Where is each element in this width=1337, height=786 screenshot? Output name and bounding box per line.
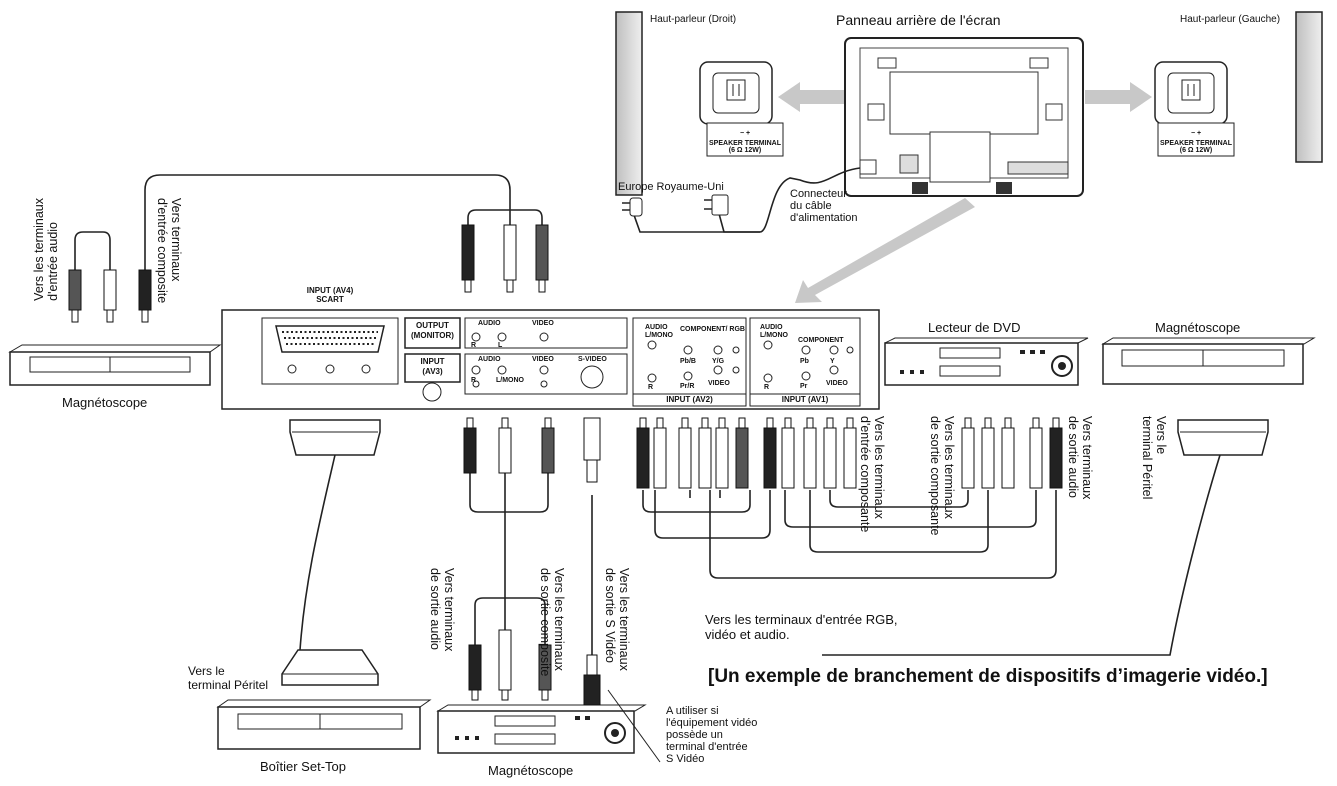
audio-output-bottom-annotation: Vers terminaux de sortie audio: [428, 568, 456, 652]
av3-r-label: R: [471, 377, 477, 384]
component-input-annotation: Vers les terminaux d'entrée composante: [858, 416, 886, 533]
rear-panel-title: Panneau arrière de l'écran: [836, 12, 1001, 28]
scart-plugs: [281, 419, 1269, 686]
svideo-note-line3: possède un: [666, 729, 723, 741]
av3-video-label: VIDEO: [532, 356, 554, 363]
speaker-right-terminal-polarity: − +: [739, 130, 751, 137]
output-video-label: VIDEO: [532, 320, 554, 327]
diagram-caption: [Un exemple de branchement de dispositif…: [708, 666, 1268, 687]
svideo-note-line2: l'équipement vidéo: [666, 717, 758, 729]
av1-audio-label: AUDIO: [760, 324, 783, 331]
av2-prr-label: Pr/R: [680, 383, 695, 390]
scart-label-line1: INPUT (AV4): [306, 286, 354, 295]
speaker-right-terminal-spec: (6 Ω 12W): [728, 147, 762, 154]
peritel-left-line1: Vers le: [188, 664, 225, 678]
speaker-left-label: Haut-parleur (Gauche): [1180, 14, 1281, 25]
dvd-player-drawing: [884, 337, 1089, 386]
component-output-annotation: Vers les terminaux de sortie composante: [928, 416, 956, 536]
connector-panel-drawing: [221, 309, 880, 410]
av1-pb-label: Pb: [800, 358, 809, 365]
input-av3-line2: (AV3): [422, 367, 443, 376]
vcr-bottom-label: Magnétoscope: [488, 763, 574, 778]
speaker-left-terminal-polarity: − +: [1190, 130, 1202, 137]
output-monitor-line1: OUTPUT: [416, 321, 449, 330]
plug-regions-label: Europe Royaume-Uni: [618, 181, 724, 193]
av3-lmono-label: L/MONO: [496, 377, 524, 384]
settop-box-drawing: [216, 699, 432, 750]
av2-video-label: VIDEO: [708, 380, 730, 387]
svideo-output-annotation: Vers les terminaux de sortie S Vidéo: [603, 568, 631, 671]
output-audio-label: AUDIO: [478, 320, 501, 327]
output-l-label: L: [498, 342, 503, 349]
av3-audio-label: AUDIO: [478, 356, 501, 363]
speaker-left-terminal-spec: (6 Ω 12W): [1179, 147, 1213, 154]
av1-pr-label: Pr: [800, 383, 808, 390]
input-av3-line1: INPUT: [420, 357, 445, 366]
uk-plug-icon: [704, 194, 729, 216]
av2-r-label: R: [648, 384, 654, 391]
display-rear-panel: [844, 37, 1084, 197]
svideo-note-line4: terminal d'entrée: [666, 741, 748, 753]
settop-box-label: Boîtier Set-Top: [260, 759, 346, 774]
peritel-left-line2: terminal Péritel: [188, 678, 269, 692]
av1-component-label: COMPONENT: [798, 337, 844, 344]
scart-label-line2: SCART: [316, 295, 344, 304]
rgb-annotation-line2: vidéo et audio.: [705, 627, 790, 642]
vcr-left-drawing: [8, 344, 222, 386]
arrow-to-left-speaker: [1085, 82, 1152, 112]
av1-y-label: Y: [830, 358, 835, 365]
cables: [74, 174, 1221, 656]
audio-output-right-annotation: Vers terminaux de sortie audio: [1066, 416, 1094, 500]
vcr-right-label: Magnétoscope: [1155, 320, 1241, 335]
av3-svideo-label: S-VIDEO: [578, 356, 607, 363]
rgb-annotation-line1: Vers les terminaux d'entrée RGB,: [705, 612, 898, 627]
power-cable: [633, 167, 861, 233]
av2-component-rgb-label: COMPONENT/ RGB: [680, 326, 745, 333]
av1-lmono-label: L/MONO: [760, 332, 788, 339]
speaker-left-unit: [1154, 11, 1323, 163]
svideo-note-line5: S Vidéo: [666, 753, 705, 765]
av2-yg-label: Y/G: [712, 358, 725, 365]
input-av1-label: INPUT (AV1): [781, 395, 829, 404]
speaker-right-label: Haut-parleur (Droit): [650, 14, 737, 25]
svideo-note-line1: A utiliser si: [666, 705, 719, 717]
output-monitor-line2: (MONITOR): [411, 331, 454, 340]
arrow-to-right-speaker: [778, 82, 845, 112]
rca-plugs: [68, 224, 1063, 706]
composite-output-bottom-annotation: Vers les terminaux de sortie composite: [538, 568, 566, 677]
vcr-right-drawing: [1101, 337, 1316, 385]
av2-audio-label: AUDIO: [645, 324, 668, 331]
left-audio-input-annotation: Vers les terminaux d'entrée audio: [32, 198, 60, 301]
av1-r-label: R: [764, 384, 770, 391]
left-composite-input-annotation: Vers terminaux d'entrée composite: [155, 198, 183, 304]
av1-video-label: VIDEO: [826, 380, 848, 387]
input-av2-label: INPUT (AV2): [666, 395, 713, 404]
output-r-label: R: [471, 342, 477, 349]
vcr-left-label: Magnétoscope: [62, 395, 148, 410]
vcr-bottom-drawing: [436, 704, 647, 754]
power-connector-line2: du câble: [790, 200, 832, 212]
dvd-player-label: Lecteur de DVD: [928, 320, 1021, 335]
speaker-left-terminal-label: SPEAKER TERMINAL: [1160, 140, 1232, 147]
euro-plug-icon: [622, 197, 643, 217]
av2-pbb-label: Pb/B: [680, 358, 696, 365]
av2-lmono-label: L/MONO: [645, 332, 673, 339]
power-connector-line1: Connecteur: [790, 188, 847, 200]
speaker-right-unit: [615, 11, 784, 196]
svideo-note-pointer: [607, 689, 661, 763]
arrow-display-to-panel: [795, 198, 975, 303]
speaker-right-terminal-label: SPEAKER TERMINAL: [709, 140, 781, 147]
power-connector-line3: d'alimentation: [790, 212, 858, 224]
peritel-right-annotation: Vers le terminal Péritel: [1140, 416, 1168, 500]
